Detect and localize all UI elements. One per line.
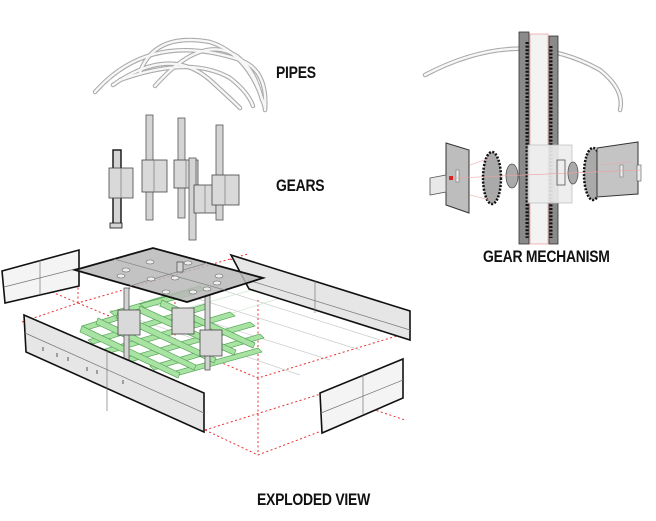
side-plate-left <box>429 142 470 214</box>
rack-rail <box>518 31 530 245</box>
rack-rail-translucent <box>529 33 549 245</box>
label-gear-mechanism: GEAR MECHANISM <box>483 247 610 266</box>
label-pipes: PIPES <box>276 63 316 82</box>
gear-column <box>211 124 240 221</box>
gear-column <box>141 114 168 221</box>
wall-panel-front-right <box>319 357 404 435</box>
label-gears: GEARS <box>276 176 325 195</box>
rack-rail <box>548 35 559 245</box>
gear-mechanism-group <box>422 31 642 245</box>
wall-panel-front-left <box>23 313 205 434</box>
pinion-gear-left <box>481 150 503 206</box>
top-plate <box>71 247 267 303</box>
gear-column <box>108 149 134 229</box>
exploded-view-group <box>1 247 411 456</box>
pipes-group <box>92 37 268 113</box>
wall-panel-back-left <box>1 248 80 304</box>
label-exploded-view: EXPLODED VIEW <box>257 490 370 509</box>
support-columns <box>117 287 223 371</box>
pipe <box>110 61 243 111</box>
gears-group <box>108 114 240 241</box>
side-plate-right <box>596 141 642 198</box>
